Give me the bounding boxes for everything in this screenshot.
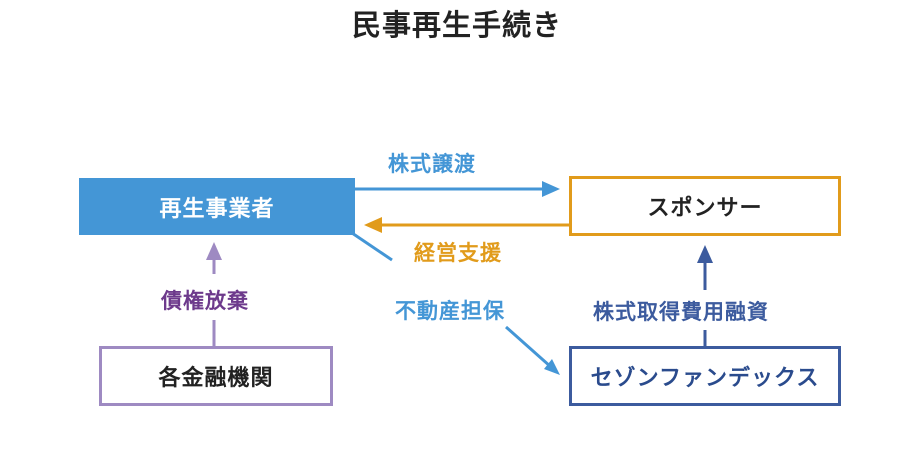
node-saison-fundex: セゾンファンデックス xyxy=(569,346,841,406)
label-debt-waiver: 債権放棄 xyxy=(161,289,249,313)
arrow-acquisition-financing xyxy=(697,245,713,346)
label-business-support: 経営支援 xyxy=(414,241,502,265)
node-financial-institutions: 各金融機関 xyxy=(99,346,333,406)
label-real-estate-collateral: 不動産担保 xyxy=(395,299,505,323)
arrow-business-support xyxy=(364,217,569,233)
arrow-debt-waiver xyxy=(206,242,222,346)
label-share-transfer: 株式譲渡 xyxy=(388,152,476,176)
node-sponsor: スポンサー xyxy=(569,176,841,236)
diagram-title: 民事再生手続き xyxy=(351,8,562,42)
node-rehab-company: 再生事業者 xyxy=(79,178,355,235)
label-acquisition-financing: 株式取得費用融資 xyxy=(593,300,769,324)
arrow-share-transfer xyxy=(355,181,560,197)
arrow-real-estate-collateral xyxy=(351,231,560,375)
